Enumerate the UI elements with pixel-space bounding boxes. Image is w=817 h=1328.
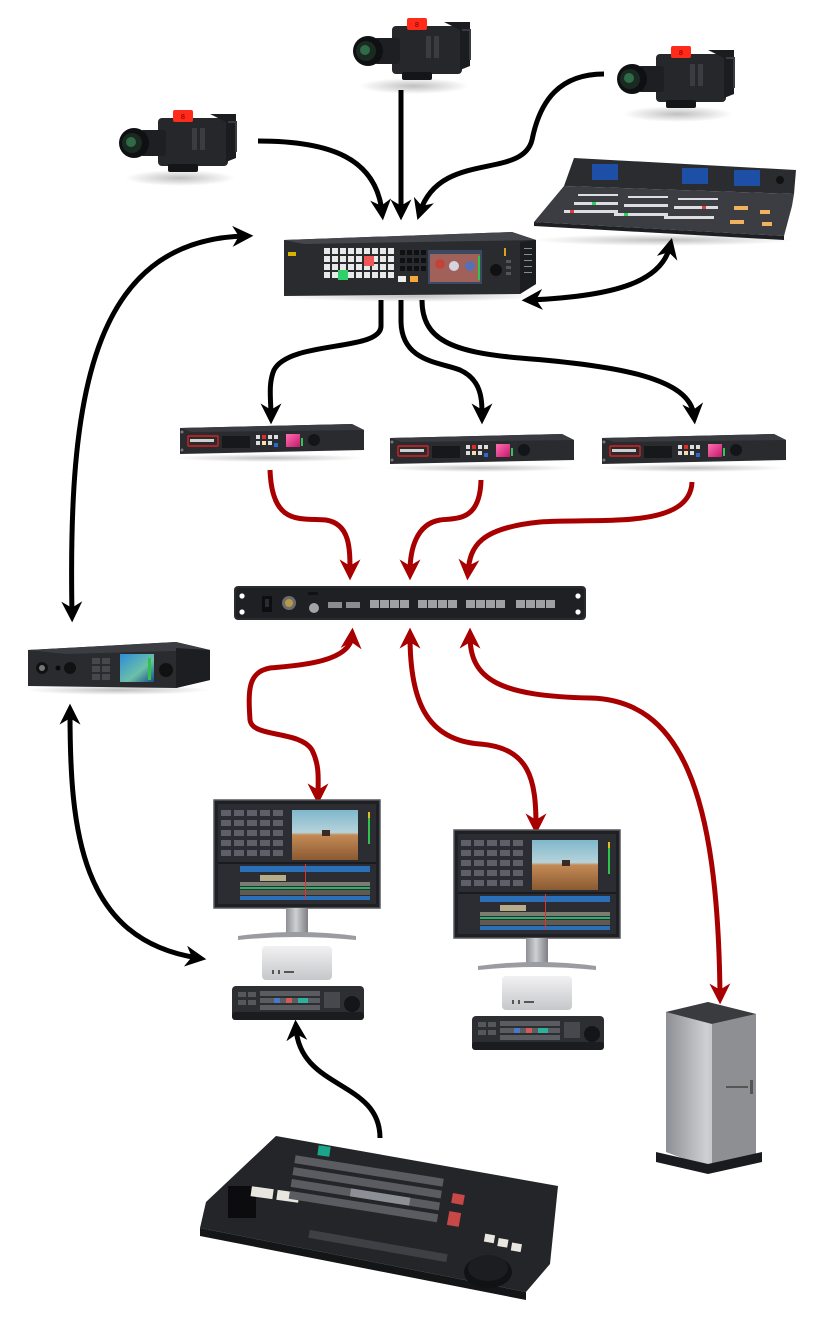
link-switcher-to-recorder-3 [419,299,704,425]
editor-keyboard[interactable] [200,1136,558,1300]
desktop-video-interface[interactable] [26,642,210,695]
camera-right[interactable] [616,45,735,123]
switcher-control-panel[interactable] [534,158,796,246]
ethernet-links [246,469,731,1005]
link-recorder-3-to-network-switch [458,481,695,581]
ethernet-port-bank-3 [466,600,505,608]
link-network-switch-workstation-2 [399,627,547,835]
ethernet-port-bank-1 [370,600,409,608]
camera-left[interactable] [118,109,237,187]
link-monitor-io-workstation-1 [59,703,207,967]
link-network-switch-egpu [459,627,731,1005]
link-switcher-control-panel [521,237,678,310]
disk-recorder-1[interactable] [173,423,365,463]
sdi-links [59,71,704,1139]
editing-workstation-2[interactable] [453,829,621,1051]
disk-recorder-2[interactable] [383,433,575,473]
link-camera-right-to-switcher [413,71,605,220]
link-network-switch-workstation-1 [246,627,362,805]
ethernet-network-switch[interactable] [234,586,586,620]
external-gpu[interactable] [656,1002,762,1174]
disk-recorder-3[interactable] [595,433,787,473]
production-switcher[interactable] [282,232,542,302]
ethernet-port-bank-4 [516,600,555,608]
link-recorder-2-to-network-switch [399,479,484,581]
camera-center[interactable] [352,17,471,95]
link-recorder-1-to-network-switch [267,469,361,581]
link-switcher-monitor-io [61,225,254,623]
ethernet-port-bank-2 [418,600,457,608]
link-editor-keyboard-to-workstation-1 [286,1019,383,1139]
editing-workstation-1[interactable] [213,799,381,1021]
link-switcher-to-recorder-2 [398,300,493,425]
link-switcher-to-recorder-1 [260,300,384,425]
link-camera-left-to-switcher [257,138,392,221]
